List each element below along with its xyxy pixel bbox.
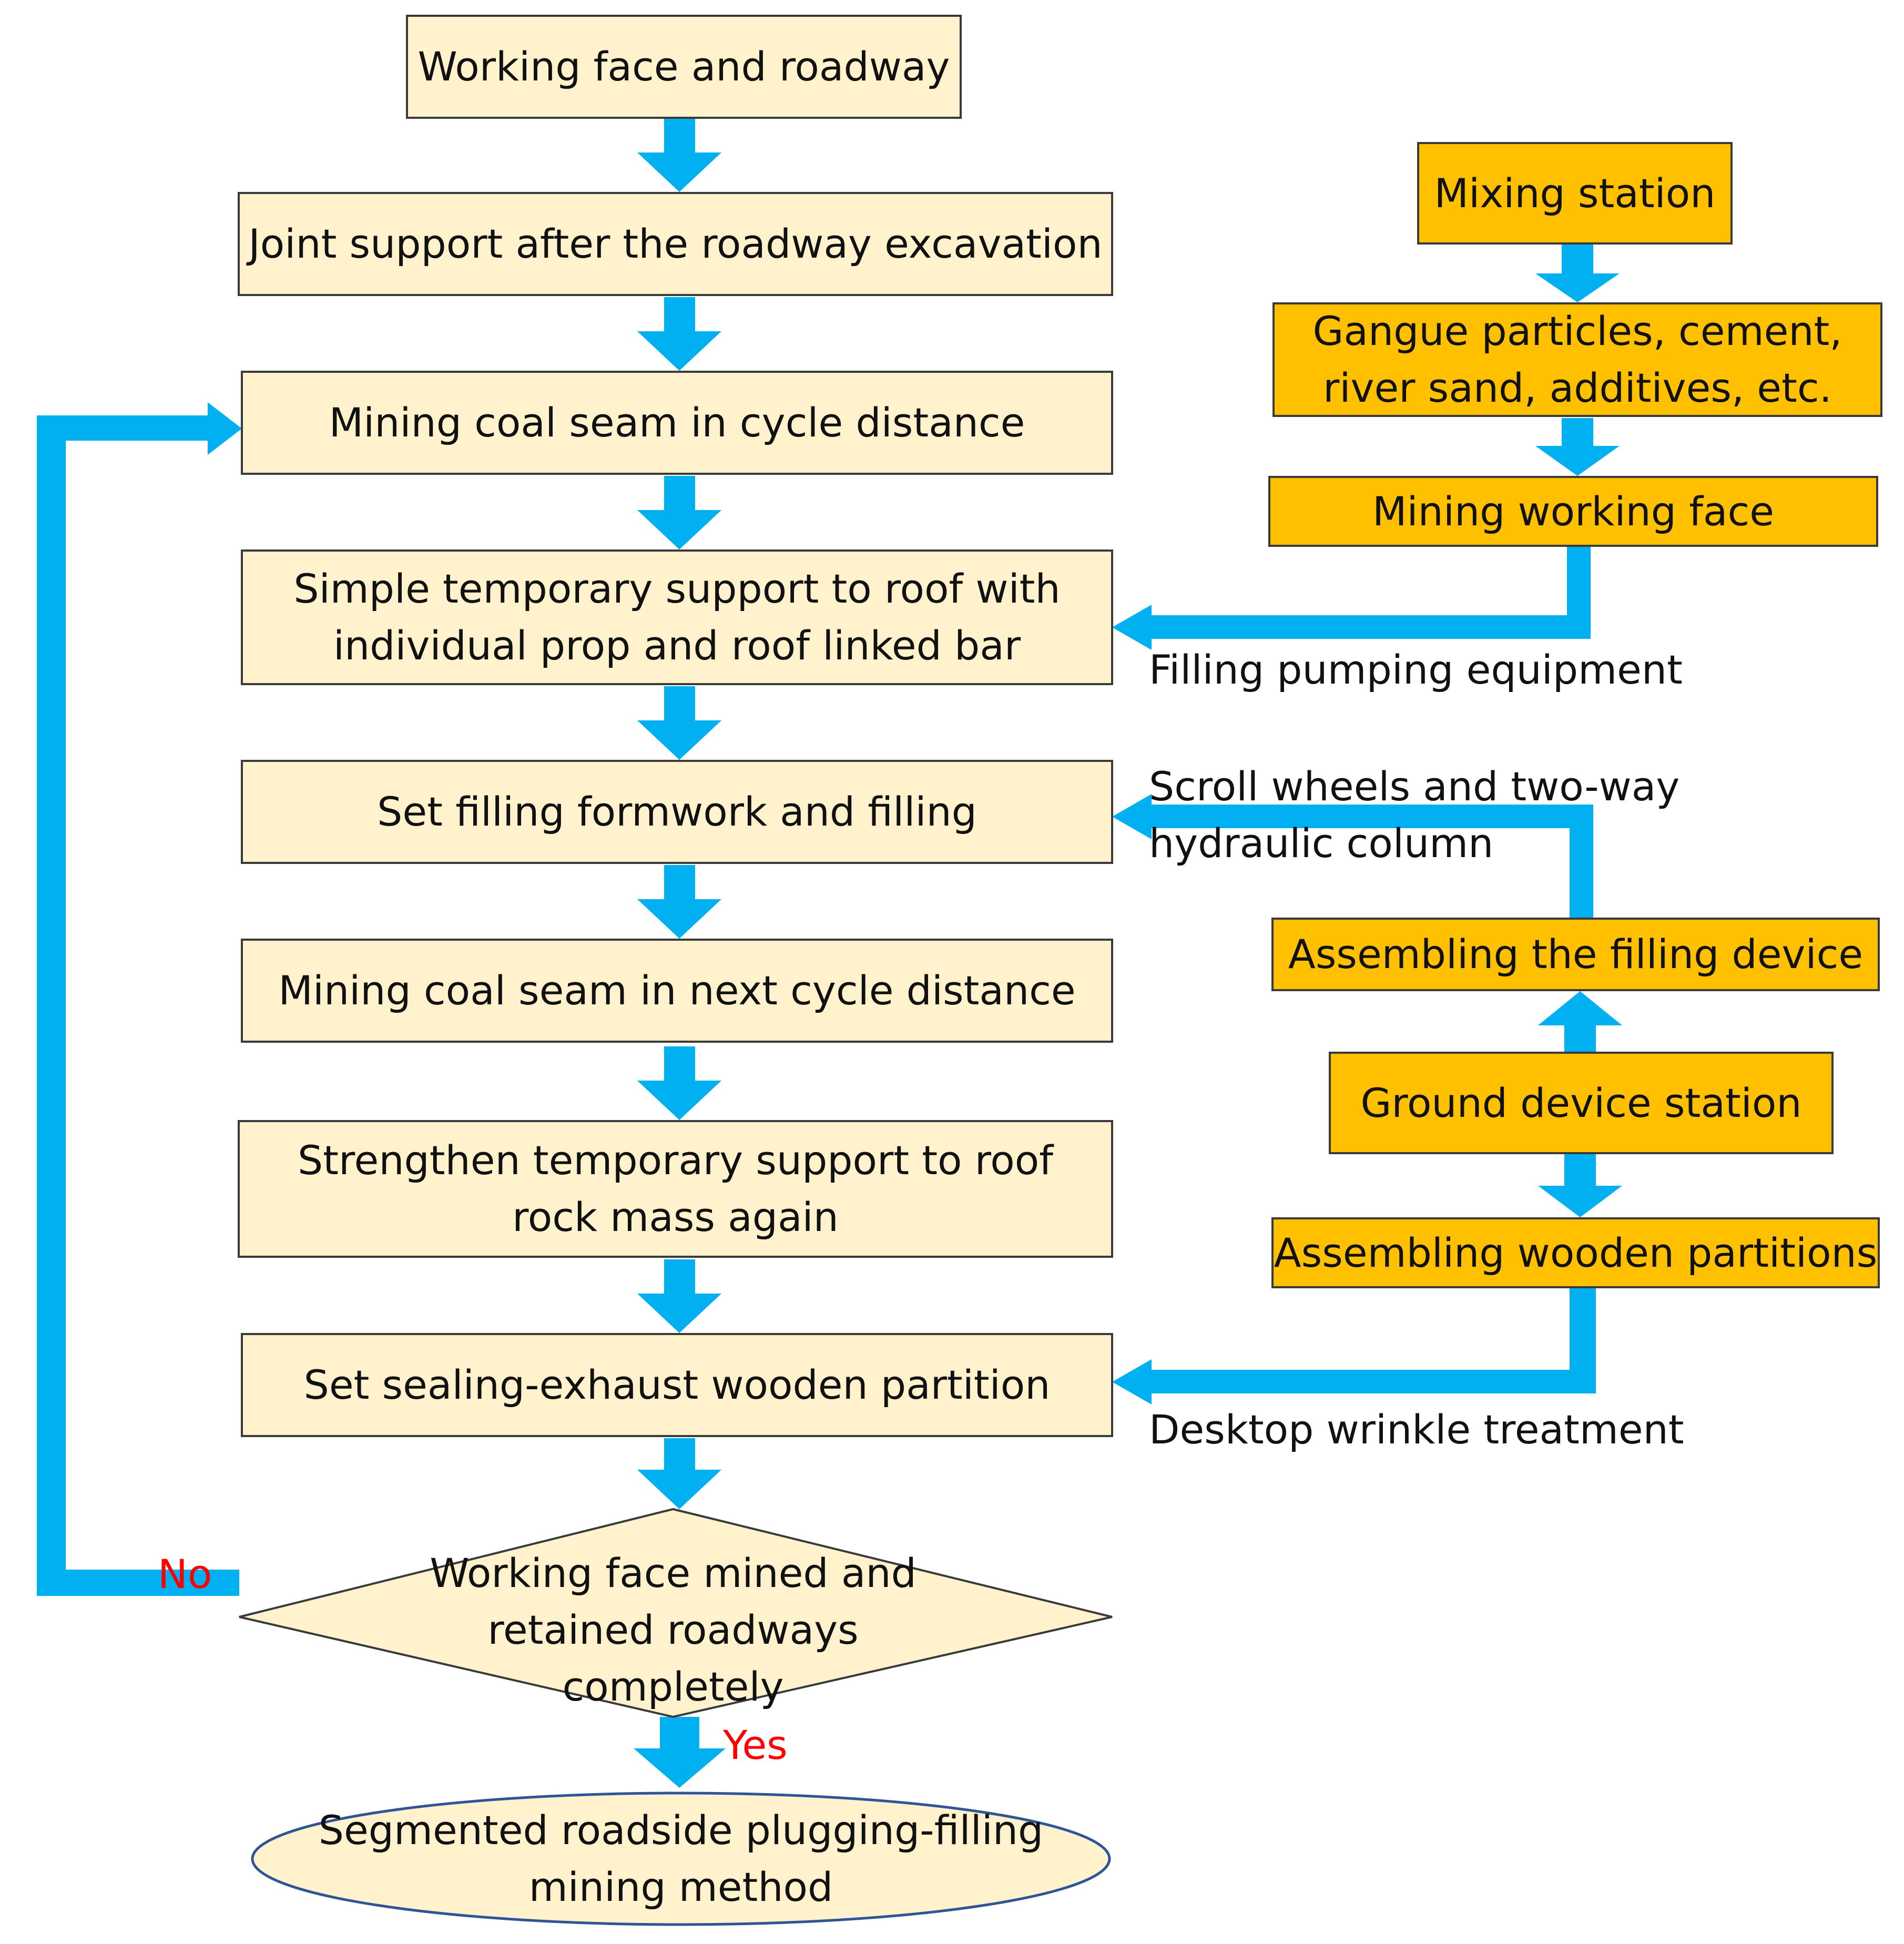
decision-text: Working face mined and retained roadways… [368,1538,978,1722]
text-line: Mixing station [1434,169,1716,217]
box-simple-support: Simple temporary support to roof with in… [241,549,1113,685]
box-working-face-roadway: Working face and roadway [406,15,962,119]
arrow-down-4 [637,686,721,760]
terminal-text: Segmented roadside plugging-filling mini… [252,1793,1109,1925]
arrow-down-3 [637,476,721,549]
text-line: Assembling wooden partitions [1274,1229,1878,1276]
arrow-down-8 [637,1438,721,1509]
text-line: rock mass again [512,1194,839,1240]
box-assembling-filling-device: Assembling the filling device [1271,918,1880,991]
text-line: Set sealing-exhaust wooden partition [303,1361,1051,1408]
text-line: Working face and roadway [418,43,950,90]
box-materials: Gangue particles, cement, river sand, ad… [1272,302,1882,417]
arrow-down-2 [637,297,721,371]
text-line: Strengthen temporary support to roof [297,1137,1054,1184]
connector-pumping-head [1112,605,1152,650]
connector-no-loop [37,415,239,1596]
arrow-down-materials [1535,418,1620,476]
arrow-down-1 [637,118,721,192]
connector-desktop-wrinkle [1146,1288,1596,1393]
connector-pumping [1146,547,1591,639]
box-mining-working-face: Mining working face [1268,476,1878,547]
arrow-down-7 [637,1259,721,1333]
text-line: Simple temporary support to roof with [293,565,1061,612]
text-line: Set filling formwork and filling [377,788,977,835]
text-line: hydraulic column [1149,820,1494,867]
decision-no-label: No [158,1551,212,1597]
connectors [37,402,1596,1596]
text-line: mining method [528,1864,833,1910]
arrow-up-assembling [1538,991,1622,1052]
side-flow-arrows [1535,245,1622,1217]
text-line: Gangue particles, cement, [1312,308,1842,354]
box-sealing-partition: Set sealing-exhaust wooden partition [241,1333,1113,1437]
text-line: Ground device station [1360,1079,1802,1126]
box-mining-next-cycle: Mining coal seam in next cycle distance [241,939,1113,1043]
text-line: Working face mined and [430,1550,917,1596]
label-desktop-wrinkle: Desktop wrinkle treatment [1149,1406,1684,1453]
main-flow-arrows [634,118,726,1788]
text-line: completely [562,1663,784,1710]
terminal-ellipse [251,1792,1111,1926]
connector-no-head [208,402,242,455]
decision-diamond [239,1508,1113,1718]
box-mining-cycle: Mining coal seam in cycle distance [241,371,1113,475]
arrow-down-6 [637,1046,721,1120]
arrow-down-mixing [1535,245,1620,302]
text-line: individual prop and roof linked bar [333,622,1021,669]
text-line: Mining coal seam in cycle distance [329,399,1025,446]
box-mixing-station: Mixing station [1417,142,1733,245]
text-line: river sand, additives, etc. [1323,364,1832,411]
connector-desktop-head [1112,1359,1152,1404]
arrow-down-5 [637,865,721,939]
label-filling-pumping: Filling pumping equipment [1149,646,1683,693]
text-line: Assembling the filling device [1288,931,1864,978]
text-line: Scroll wheels and two-way [1149,763,1680,810]
connector-scroll-head [1112,794,1152,839]
text-line: retained roadways [487,1606,859,1653]
connector-scroll-wheels [1146,805,1593,918]
text-line: Segmented roadside plugging-filling [318,1807,1044,1854]
text-line: Joint support after the roadway excavati… [248,220,1103,267]
box-joint-support: Joint support after the roadway excavati… [238,192,1113,296]
box-strengthen-support: Strengthen temporary support to roof roc… [238,1120,1113,1258]
box-ground-device-station: Ground device station [1329,1052,1834,1154]
decision-yes-label: Yes [723,1722,788,1768]
label-scroll-wheels: Scroll wheels and two-way hydraulic colu… [1149,758,1679,872]
text-line: Mining coal seam in next cycle distance [278,967,1076,1014]
arrow-down-ground [1538,1154,1622,1217]
box-assembling-wooden-partitions: Assembling wooden partitions [1271,1217,1880,1288]
box-set-formwork: Set filling formwork and filling [241,760,1113,864]
arrow-down-yes [634,1717,726,1788]
text-line: Mining working face [1372,487,1774,535]
